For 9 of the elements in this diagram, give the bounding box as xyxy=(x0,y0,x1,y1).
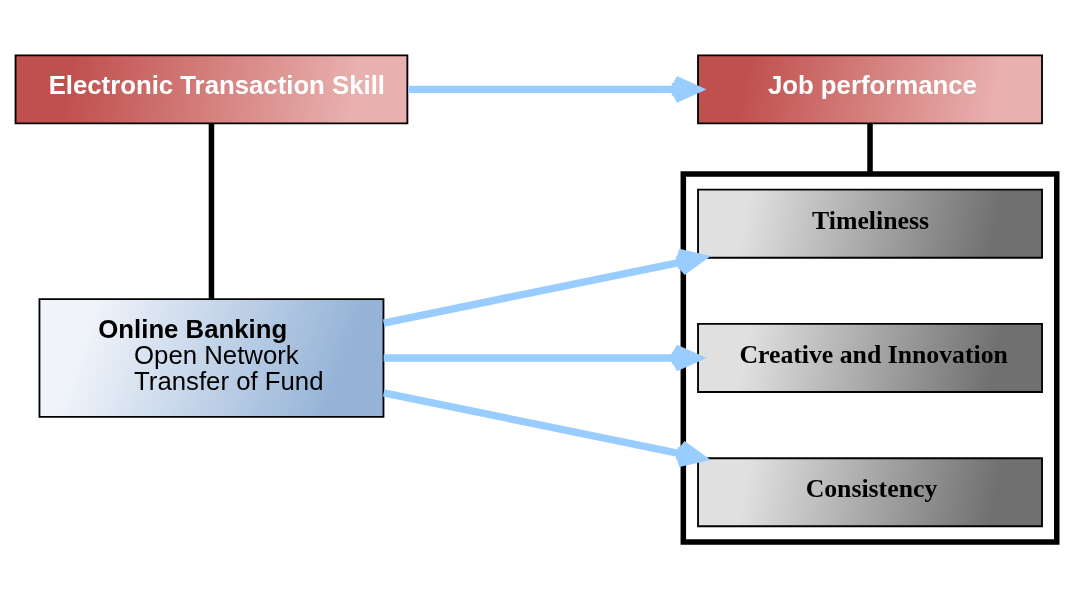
cluster xyxy=(680,170,1060,545)
node-box: Creative and Innovation xyxy=(697,322,1043,393)
connector xyxy=(208,123,215,299)
node-box: Consistency xyxy=(697,456,1043,527)
node-box: Job performance xyxy=(697,53,1043,124)
node-box: Electronic Transaction Skill xyxy=(14,53,409,124)
connector xyxy=(867,123,873,174)
node-box: Timeliness xyxy=(697,188,1043,259)
node-box: Online Banking Open Network Transfer of Fund xyxy=(38,297,385,418)
